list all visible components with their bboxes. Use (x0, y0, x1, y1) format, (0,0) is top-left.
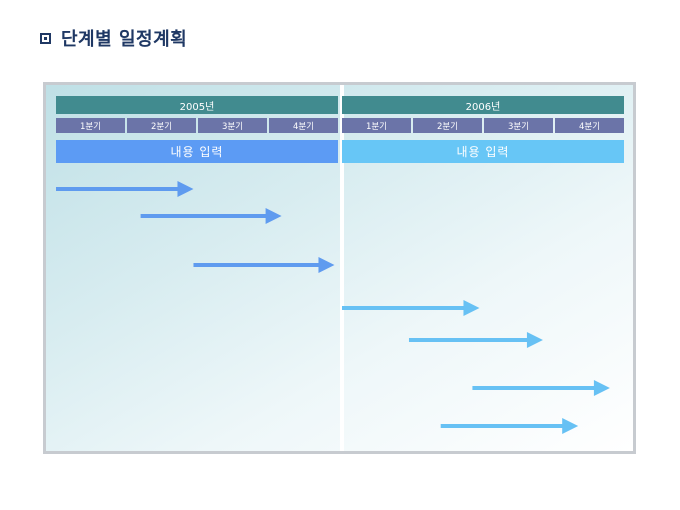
task-arrow (408, 332, 543, 348)
task-arrow (440, 418, 579, 434)
quarter-label: 3분기 (198, 118, 267, 133)
task-arrow-shaft (140, 214, 268, 218)
task-arrow-shaft (342, 306, 466, 310)
quarter-label: 1분기 (342, 118, 411, 133)
task-arrow-shaft (440, 424, 565, 428)
quarter-label: 4분기 (555, 118, 624, 133)
quarter-label: 2분기 (127, 118, 196, 133)
task-arrow (140, 208, 282, 224)
quarter-label: 1분기 (56, 118, 125, 133)
content-input-bar-2005[interactable]: 내용 입력 (56, 140, 338, 163)
year-header-2005: 2005년 (56, 96, 338, 114)
quarter-row-2006: 1분기 2분기 3분기 4분기 (342, 118, 624, 133)
task-arrow-shaft (193, 263, 321, 267)
task-arrow (342, 300, 480, 316)
page-title: 단계별 일정계획 (61, 29, 188, 50)
task-arrow-head (562, 418, 579, 434)
task-arrow (56, 181, 194, 197)
year-divider (340, 85, 344, 451)
quarter-label: 3분기 (484, 118, 553, 133)
content-input-bar-2006[interactable]: 내용 입력 (342, 140, 624, 163)
task-arrow-head (265, 208, 282, 224)
square-bullet-icon (40, 32, 51, 44)
schedule-frame: 2005년 1분기 2분기 3분기 4분기 내용 입력 2006년 1분기 2분… (43, 82, 636, 454)
task-arrows (56, 181, 610, 434)
task-arrow-shaft (56, 187, 180, 191)
quarter-row-2005: 1분기 2분기 3분기 4분기 (56, 118, 338, 133)
task-arrow (472, 380, 610, 396)
task-arrow-head (177, 181, 194, 197)
task-arrow-head (318, 257, 335, 273)
task-arrow (193, 257, 335, 273)
quarter-label: 2분기 (413, 118, 482, 133)
year-header-2006: 2006년 (342, 96, 624, 114)
task-arrow-shaft (408, 338, 529, 342)
task-arrow-shaft (472, 386, 596, 390)
task-arrow-head (593, 380, 610, 396)
quarter-label: 4분기 (269, 118, 338, 133)
page-header: 단계별 일정계획 (40, 26, 187, 50)
task-arrow-head (463, 300, 480, 316)
task-arrow-head (526, 332, 543, 348)
